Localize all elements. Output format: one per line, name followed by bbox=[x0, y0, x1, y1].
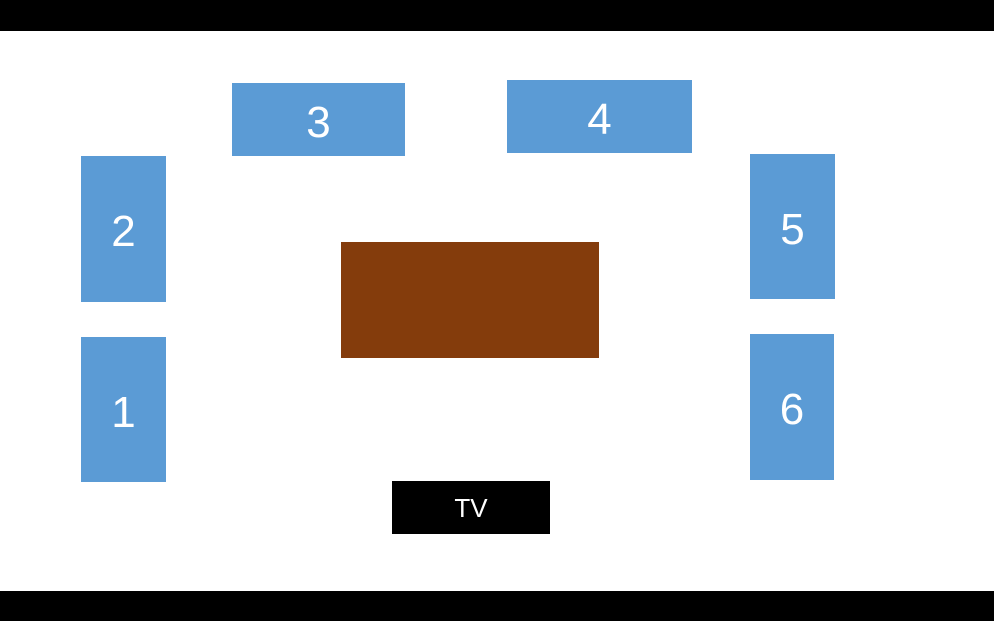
seat-6-label: 6 bbox=[779, 385, 805, 434]
seat-1: 1 bbox=[81, 337, 166, 482]
seat-1-label: 1 bbox=[111, 387, 136, 437]
seat-2: 2 bbox=[81, 156, 166, 302]
seat-3: 3 bbox=[232, 83, 405, 156]
seat-4-label: 4 bbox=[587, 94, 612, 144]
seat-3-label: 3 bbox=[306, 97, 331, 147]
tv: TV bbox=[392, 481, 550, 534]
tv-label: TV bbox=[454, 492, 488, 523]
seat-4: 4 bbox=[507, 80, 692, 153]
letterbox-bottom bbox=[0, 591, 994, 621]
seat-2-label: 2 bbox=[111, 207, 136, 256]
table bbox=[341, 242, 599, 358]
seat-6: 6 bbox=[750, 334, 834, 480]
seat-5-label: 5 bbox=[780, 204, 805, 254]
letterbox-top bbox=[0, 0, 994, 31]
seat-5: 5 bbox=[750, 154, 835, 299]
